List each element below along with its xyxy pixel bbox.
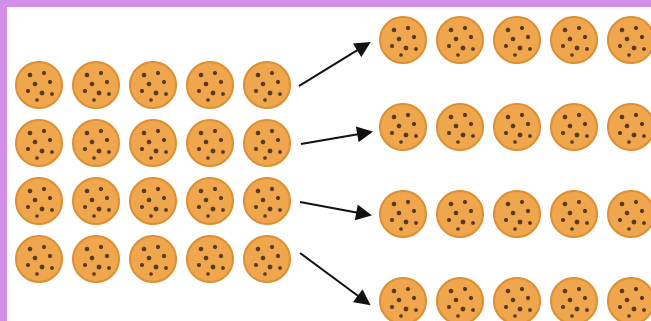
cookie-icon (494, 104, 540, 150)
cookie-icon (437, 104, 483, 150)
arrow-icon (301, 132, 371, 144)
cookie-icon (437, 278, 483, 321)
cookie-icon (608, 17, 651, 63)
cookie-icon (130, 62, 176, 108)
cookie-icon (608, 278, 651, 321)
cookie-icon (494, 191, 540, 237)
arrow-icon (300, 253, 369, 304)
cookie-icon (187, 62, 233, 108)
arrow-icon (299, 43, 369, 86)
cookie-icon (551, 104, 597, 150)
source-cookie-grid (16, 62, 290, 282)
cookie-icon (73, 236, 119, 282)
cookie-icon (73, 120, 119, 166)
cookie-icon (551, 278, 597, 321)
cookie-icon (130, 120, 176, 166)
cookie-icon (16, 236, 62, 282)
cookie-icon (16, 62, 62, 108)
cookie-icon (244, 120, 290, 166)
cookie-icon (187, 178, 233, 224)
cookie-icon (608, 191, 651, 237)
cookie-icon (380, 278, 426, 321)
arrow-group (299, 43, 371, 304)
cookie-icon (16, 178, 62, 224)
cookie-icon (380, 191, 426, 237)
cookie-icon (187, 120, 233, 166)
cookie-icon (244, 178, 290, 224)
cookie-icon (494, 17, 540, 63)
cookie-icon (73, 178, 119, 224)
cookie-icon (130, 236, 176, 282)
cookie-division-diagram (7, 7, 651, 321)
cookie-icon (437, 191, 483, 237)
cookie-icon (16, 120, 62, 166)
cookie-icon (187, 236, 233, 282)
target-cookie-rows (380, 17, 651, 321)
cookie-icon (551, 191, 597, 237)
cookie-icon (244, 236, 290, 282)
cookie-icon (437, 17, 483, 63)
cookie-icon (494, 278, 540, 321)
cookie-icon (73, 62, 119, 108)
cookie-icon (244, 62, 290, 108)
cookie-icon (551, 17, 597, 63)
cookie-icon (608, 104, 651, 150)
cookie-icon (130, 178, 176, 224)
cookie-icon (380, 104, 426, 150)
cookie-icon (380, 17, 426, 63)
arrow-icon (300, 202, 370, 215)
